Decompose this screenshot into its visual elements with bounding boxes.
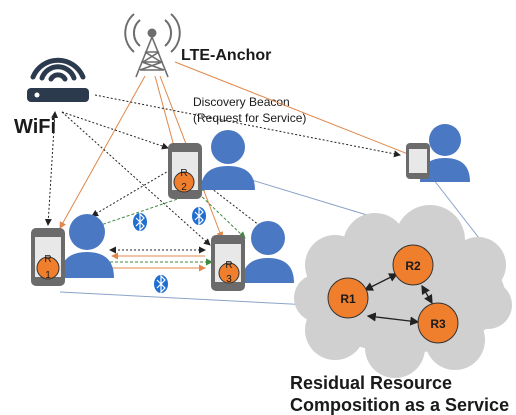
node-r3: R3	[417, 302, 459, 344]
node-r1: R1	[327, 277, 369, 319]
phone-r1: R 1	[31, 228, 65, 286]
person-icon	[242, 221, 294, 283]
phone-r2: R 2	[168, 143, 202, 199]
caption-line1: Residual Resource	[290, 373, 452, 393]
phone-r3: R 3	[211, 235, 245, 291]
person-icon	[60, 214, 114, 278]
wifi-router-icon	[27, 57, 89, 102]
requester-phone	[406, 143, 430, 179]
phone-r1-letter: R	[44, 254, 51, 265]
beacon-label-line2: (Request for Service)	[193, 111, 306, 125]
phone-r3-num: 3	[226, 274, 232, 285]
node-r3-label: R3	[430, 317, 446, 331]
wifi-arrows	[44, 94, 401, 254]
phone-r2-num: 2	[181, 182, 187, 193]
phone-r1-num: 1	[45, 270, 51, 281]
resource-cloud	[294, 205, 512, 378]
caption-line2: Composition as a Service	[290, 395, 509, 415]
person-icon	[201, 130, 255, 190]
node-r2: R2	[392, 244, 434, 286]
beacon-label-line1: Discovery Beacon	[193, 95, 290, 109]
bluetooth-icon	[133, 212, 147, 232]
lte-tower-icon	[124, 13, 181, 78]
orange-peer-arrows	[111, 252, 206, 272]
node-r1-label: R1	[340, 292, 356, 306]
lte-anchor-label: LTE-Anchor	[181, 47, 271, 64]
cloud-links	[363, 273, 433, 326]
wifi-label: WiFi	[14, 116, 56, 138]
phone-r3-letter: R	[225, 260, 232, 271]
bluetooth-icon	[154, 274, 168, 294]
phone-r2-letter: R	[180, 168, 187, 179]
bluetooth-icon	[192, 206, 206, 226]
person-icon	[420, 124, 470, 182]
node-r2-label: R2	[405, 259, 421, 273]
